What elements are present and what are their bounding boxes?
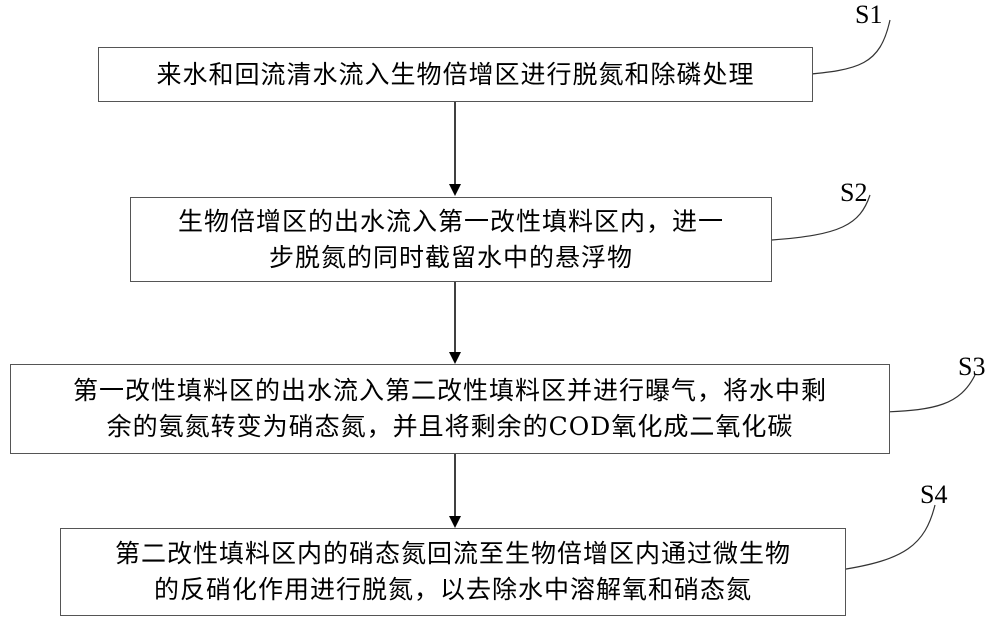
- step-text-line: 第一改性填料区的出水流入第二改性填料区并进行曝气，将水中剩: [72, 376, 827, 405]
- step-box-s3: 第一改性填料区的出水流入第二改性填料区并进行曝气，将水中剩 余的氨氮转变为硝态氮…: [10, 364, 890, 454]
- step-text-line: 第二改性填料区内的硝态氮回流至生物倍增区内通过微生物: [114, 539, 791, 568]
- step-label-s3: S3: [958, 352, 986, 381]
- step-text-line: 余的氨氮转变为硝态氮，并且将剩余的COD氧化成二氧化碳: [106, 412, 794, 441]
- step-label-s2: S2: [840, 178, 868, 207]
- step-label-s4: S4: [920, 480, 948, 509]
- step-text-line: 步脱氮的同时截留水中的悬浮物: [268, 242, 633, 272]
- leader-s4: [839, 504, 936, 571]
- step-text-line: 生物倍增区的出水流入第一改性填料区内，进一: [177, 206, 724, 236]
- step-text-line: 来水和回流清水流入生物倍增区进行脱氮和除磷处理: [156, 59, 755, 89]
- step-box-s4: 第二改性填料区内的硝态氮回流至生物倍增区内通过微生物 的反硝化作用进行脱氮，以去…: [60, 528, 846, 616]
- step-text-line: 的反硝化作用进行脱氮，以去除水中溶解氧和硝态氮: [153, 575, 752, 604]
- step-box-s2: 生物倍增区的出水流入第一改性填料区内，进一 步脱氮的同时截留水中的悬浮物: [130, 197, 772, 282]
- step-box-s1: 来水和回流清水流入生物倍增区进行脱氮和除磷处理: [98, 47, 813, 102]
- step-label-s1: S1: [855, 0, 883, 29]
